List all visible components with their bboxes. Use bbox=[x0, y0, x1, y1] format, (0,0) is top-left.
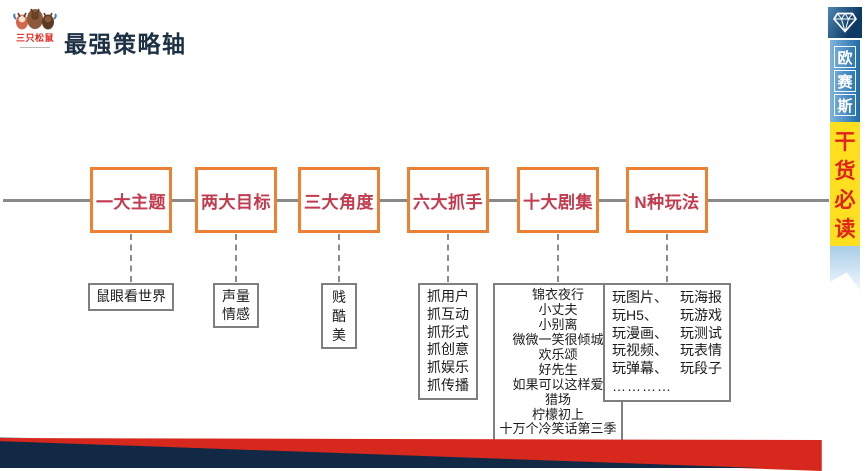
banner-tagline-char: 货 bbox=[834, 157, 856, 183]
timeline-column: N种玩法玩图片、玩海报玩H5、玩游戏玩漫画、玩测试玩视频、玩表情玩弹幕、玩段子…… bbox=[602, 167, 732, 402]
content-more: ………… bbox=[612, 377, 672, 394]
content-line: 玩视频、玩表情 bbox=[612, 342, 722, 360]
content-line: 玩图片、玩海报 bbox=[612, 289, 722, 307]
dashed-connector bbox=[235, 234, 237, 282]
content-line: 十万个冷笑话第三季 bbox=[499, 421, 617, 437]
pair-left: 玩H5、 bbox=[612, 306, 658, 323]
content-line: 小丈夫 bbox=[538, 301, 578, 317]
content-box[interactable]: 贱酷美 bbox=[321, 283, 357, 350]
banner-brand-char: 赛 bbox=[834, 70, 856, 92]
content-line: 猎场 bbox=[544, 391, 571, 407]
banner-tagline-char: 读 bbox=[834, 215, 856, 241]
timeline-column: 两大目标声量情感 bbox=[171, 167, 301, 328]
content-line: 如果可以这样爱 bbox=[512, 376, 604, 392]
content-box[interactable]: 抓用户抓互动抓形式抓创意抓娱乐抓传播 bbox=[418, 283, 478, 400]
content-line: 鼠眼看世界 bbox=[96, 288, 166, 304]
diamond-block bbox=[828, 7, 862, 38]
content-box[interactable]: 锦衣夜行小丈夫小别离微微一笑很倾城欢乐颂好先生如果可以这样爱猎场柠檬初上十万个冷… bbox=[493, 283, 623, 443]
content-line: 好先生 bbox=[538, 361, 578, 377]
content-line: 声量 bbox=[222, 288, 250, 304]
dashed-connector bbox=[557, 234, 559, 282]
content-line: 抓形式 bbox=[427, 323, 469, 340]
pair-left: 玩漫画、 bbox=[612, 324, 668, 341]
banner-brand-char: 欧 bbox=[834, 46, 856, 68]
pair-left: 玩视频、 bbox=[612, 342, 668, 359]
pair-right: 玩表情 bbox=[680, 342, 722, 359]
pair-right: 玩海报 bbox=[680, 289, 722, 305]
stage-box[interactable]: N种玩法 bbox=[626, 167, 708, 233]
stage-box[interactable]: 六大抓手 bbox=[407, 167, 489, 233]
timeline-column: 一大主题鼠眼看世界 bbox=[66, 167, 196, 311]
banner-tagline-char: 必 bbox=[834, 186, 856, 212]
content-line: 酷 bbox=[332, 307, 346, 324]
pair-left: 玩弹幕、 bbox=[612, 360, 668, 377]
content-line: 抓用户 bbox=[427, 288, 469, 304]
content-line: 玩H5、 玩游戏 bbox=[612, 307, 722, 325]
banner-tagline-char: 干 bbox=[834, 128, 856, 154]
banner-ribbon-tail bbox=[830, 246, 860, 290]
banner-tagline: 干货必读 bbox=[830, 122, 860, 246]
squirrels-illustration bbox=[13, 8, 57, 30]
content-line: 锦衣夜行 bbox=[531, 287, 584, 302]
timeline-column: 十大剧集锦衣夜行小丈夫小别离微微一笑很倾城欢乐颂好先生如果可以这样爱猎场柠檬初上… bbox=[493, 167, 623, 443]
pair-right: 玩游戏 bbox=[680, 306, 722, 323]
timeline-column: 六大抓手抓用户抓互动抓形式抓创意抓娱乐抓传播 bbox=[383, 167, 513, 400]
content-line: 情感 bbox=[222, 306, 250, 323]
logo-tagline-squiggle bbox=[20, 44, 50, 48]
content-line: 抓传播 bbox=[427, 376, 469, 393]
content-line: 抓创意 bbox=[427, 341, 469, 358]
stage-box[interactable]: 十大剧集 bbox=[517, 167, 599, 233]
content-line: 小别离 bbox=[538, 316, 578, 332]
content-box[interactable]: 声量情感 bbox=[213, 283, 259, 328]
timeline-column: 三大角度贱酷美 bbox=[274, 167, 404, 350]
dashed-connector bbox=[447, 234, 449, 282]
pair-right: 玩测试 bbox=[680, 324, 722, 341]
content-line: 贱 bbox=[332, 289, 346, 305]
banner-brand: 欧赛斯 bbox=[830, 40, 860, 122]
content-line: 抓互动 bbox=[427, 305, 469, 322]
content-line: 柠檬初上 bbox=[531, 406, 584, 422]
content-line: 抓娱乐 bbox=[427, 359, 469, 376]
content-line: 美 bbox=[332, 326, 346, 343]
logo-text: 三只松鼠 bbox=[15, 33, 54, 43]
side-banner: 欧赛斯 干货必读 bbox=[828, 7, 862, 290]
content-line: 玩弹幕、玩段子 bbox=[612, 360, 722, 378]
pair-left: 玩图片、 bbox=[612, 289, 668, 305]
page-title: 最强策略轴 bbox=[64, 31, 187, 57]
banner-brand-char: 斯 bbox=[834, 94, 856, 116]
dashed-connector bbox=[338, 234, 340, 282]
diamond-icon bbox=[833, 12, 857, 33]
content-line: 欢乐颂 bbox=[538, 346, 578, 362]
three-squirrels-logo: 三只松鼠 bbox=[10, 7, 60, 55]
stage-box[interactable]: 一大主题 bbox=[90, 167, 172, 233]
stage-box[interactable]: 两大目标 bbox=[195, 167, 277, 233]
footer-graphic bbox=[0, 437, 865, 471]
dashed-connector bbox=[130, 234, 132, 282]
content-line: 玩漫画、玩测试 bbox=[612, 325, 722, 343]
pair-right: 玩段子 bbox=[680, 360, 722, 377]
content-box[interactable]: 玩图片、玩海报玩H5、玩游戏玩漫画、玩测试玩视频、玩表情玩弹幕、玩段子………… bbox=[603, 283, 731, 402]
content-box[interactable]: 鼠眼看世界 bbox=[88, 283, 174, 311]
content-line: 微微一笑很倾城 bbox=[512, 331, 604, 347]
dashed-connector bbox=[666, 234, 668, 282]
stage-box[interactable]: 三大角度 bbox=[298, 167, 380, 233]
